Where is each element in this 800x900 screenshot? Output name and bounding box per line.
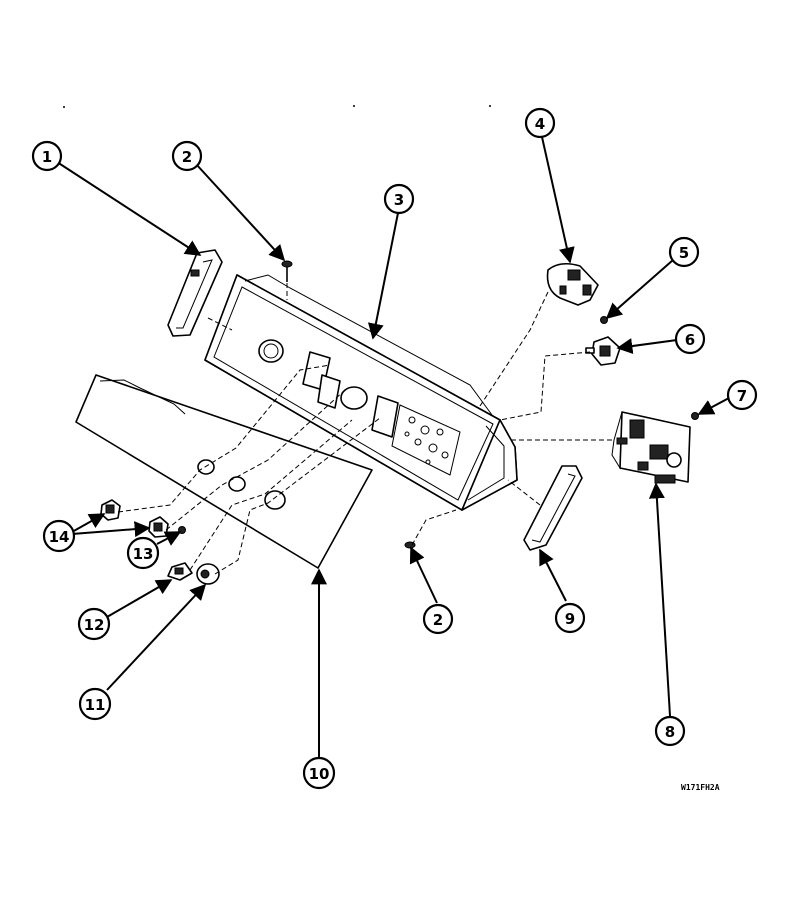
callout-14: 14: [42, 519, 76, 553]
selector-switch: [546, 262, 599, 306]
callout-label: 14: [49, 528, 70, 546]
callout-label: 12: [84, 616, 105, 634]
callout-8: 8: [654, 715, 686, 747]
callout-label: 7: [737, 387, 747, 405]
callout-label: 2: [182, 148, 192, 166]
callout-5: 5: [668, 236, 700, 268]
callouts: 1 2 3 4 5 6 7 8: [31, 107, 758, 790]
callout-label: 5: [679, 244, 689, 262]
timer-mount-holes: [404, 416, 449, 465]
callout-2-bottom: 2: [422, 603, 454, 635]
callout-13: 13: [126, 536, 160, 570]
control-knob: [196, 563, 220, 585]
callout-label: 3: [394, 191, 404, 209]
button-cap: [167, 562, 193, 581]
callout-label: 2: [433, 611, 443, 629]
timer-screw: [691, 412, 699, 420]
callout-2-top: 2: [171, 140, 203, 172]
callout-label: 1: [42, 148, 52, 166]
callout-label: 11: [85, 696, 106, 714]
drawing-code: W171FH2A: [681, 783, 720, 792]
left-end-cap: [167, 249, 223, 337]
screw-top: [281, 260, 293, 282]
callout-7: 7: [726, 379, 758, 411]
assembly-lines: [117, 283, 612, 575]
leader-lines: [56, 136, 730, 758]
switch-screw: [600, 316, 608, 324]
callout-label: 9: [565, 610, 575, 628]
callout-9: 9: [554, 602, 586, 634]
right-end-cap: [523, 465, 583, 551]
callout-label: 13: [133, 545, 154, 563]
push-switch: [585, 336, 621, 366]
callout-12: 12: [77, 607, 111, 641]
callout-4: 4: [524, 107, 556, 139]
callout-3: 3: [383, 183, 415, 215]
callout-label: 6: [685, 331, 695, 349]
scan-specks: [63, 105, 491, 108]
callout-10: 10: [302, 756, 336, 790]
callout-label: 8: [665, 723, 675, 741]
callout-11: 11: [78, 687, 112, 721]
callout-6: 6: [674, 323, 706, 355]
console-housing: [204, 274, 518, 511]
timer: [611, 411, 691, 484]
front-panel-overlay: [75, 374, 373, 569]
callout-label: 10: [309, 765, 330, 783]
callout-label: 4: [535, 115, 545, 133]
callout-1: 1: [31, 140, 63, 172]
